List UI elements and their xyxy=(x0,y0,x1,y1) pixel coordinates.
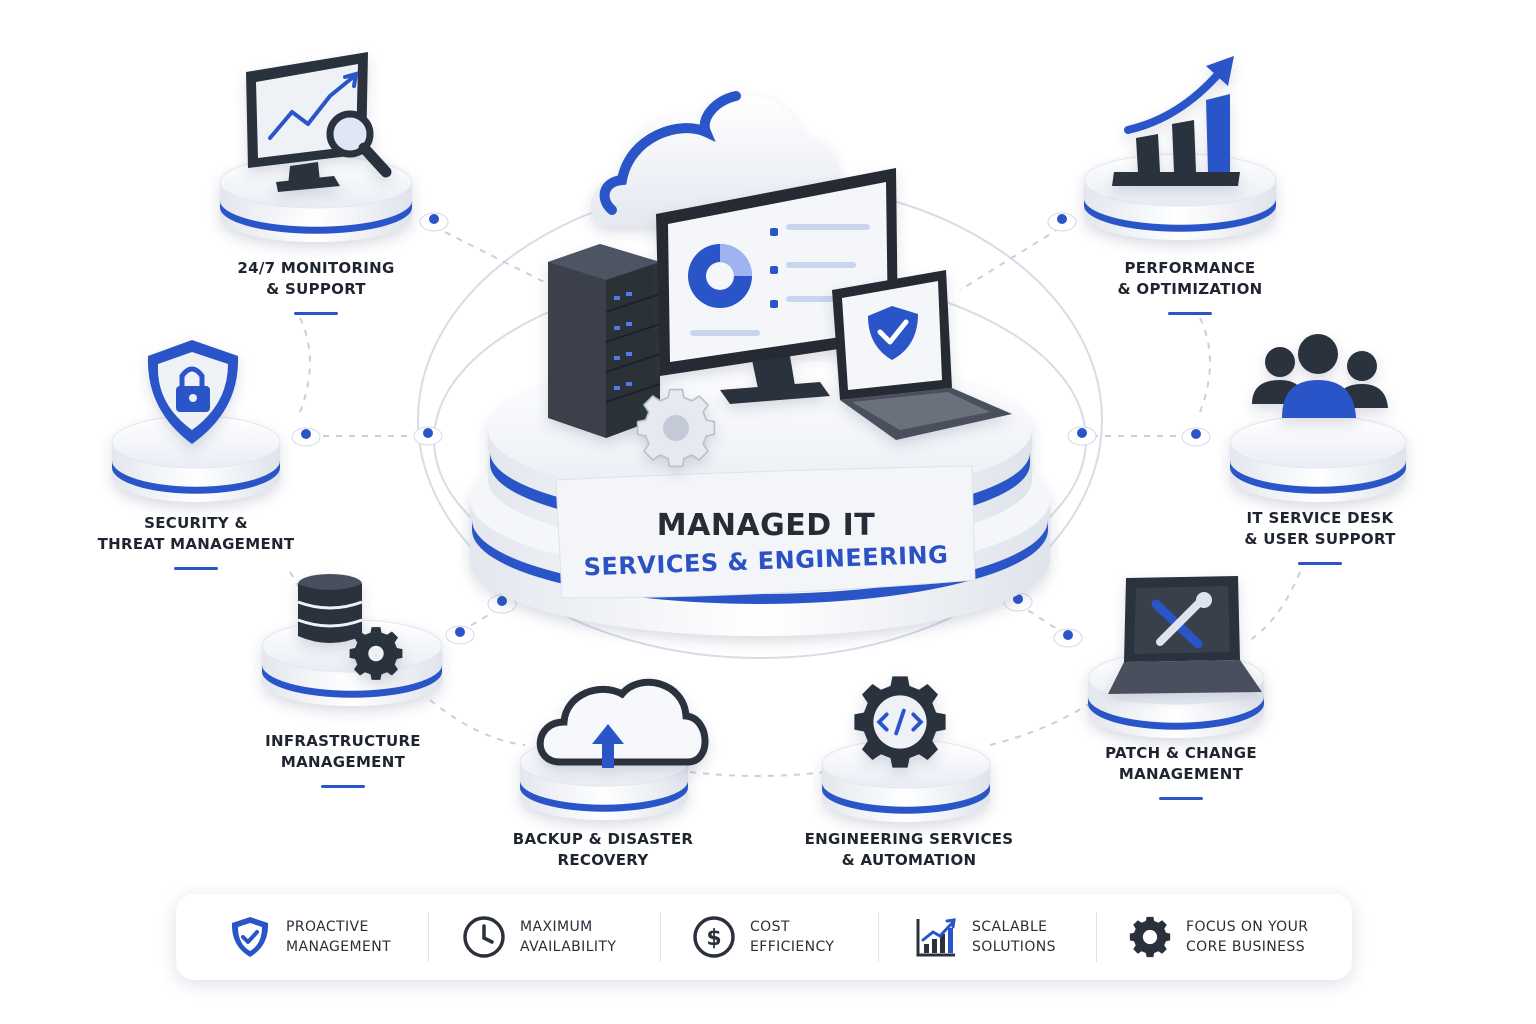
pedestal-infrastructure xyxy=(261,619,443,706)
connector-node xyxy=(1053,628,1083,648)
pedestal-security xyxy=(111,415,281,502)
service-label-performance: PERFORMANCE & OPTIMIZATION xyxy=(1080,258,1300,315)
service-label-backup: BACKUP & DISASTER RECOVERY xyxy=(512,830,694,869)
label-underline xyxy=(1168,312,1212,315)
connector-node xyxy=(1047,212,1077,232)
connector-node xyxy=(1181,427,1211,447)
gear-code-icon xyxy=(854,676,946,768)
dollar-coin-icon: $ xyxy=(690,913,738,961)
connector-node xyxy=(445,625,475,645)
benefit-divider xyxy=(878,912,879,962)
benefit-divider xyxy=(660,912,661,962)
growth-chart-icon xyxy=(912,913,960,961)
center-title-line1: MANAGED IT xyxy=(656,508,876,543)
server-rack-icon xyxy=(548,244,661,438)
connector-node xyxy=(419,212,449,232)
gear-icon xyxy=(636,388,716,468)
label-underline xyxy=(1298,562,1342,565)
database-gear-icon xyxy=(297,574,403,680)
connector-nodes xyxy=(291,212,1211,648)
clock-icon xyxy=(460,913,508,961)
laptop-shield-icon xyxy=(832,270,1012,440)
label-underline xyxy=(321,785,365,788)
benefit-divider xyxy=(428,912,429,962)
label-underline xyxy=(294,312,338,315)
label-underline xyxy=(174,567,218,570)
svg-text:$: $ xyxy=(706,926,721,951)
connector-node xyxy=(1067,426,1097,446)
connector-node xyxy=(291,427,321,447)
monitor-chart-magnifier-icon xyxy=(246,52,392,192)
service-label-security: SECURITY & THREAT MANAGEMENT xyxy=(86,513,306,570)
benefit-divider xyxy=(1096,912,1097,962)
service-label-monitoring: 24/7 MONITORING & SUPPORT xyxy=(206,258,426,315)
service-label-engineering: ENGINEERING SERVICES & AUTOMATION xyxy=(804,830,1014,869)
label-underline xyxy=(1159,797,1203,800)
service-label-service-desk: IT SERVICE DESK & USER SUPPORT xyxy=(1210,508,1430,565)
service-label-patch: PATCH & CHANGE MANAGEMENT xyxy=(1071,743,1291,800)
pedestals xyxy=(111,153,1407,822)
pedestal-service-desk xyxy=(1229,415,1407,502)
center-title: MANAGED IT SERVICES & ENGINEERING xyxy=(556,508,976,581)
connector-node xyxy=(487,594,517,614)
gear-icon xyxy=(1126,913,1174,961)
shield-lock-icon xyxy=(147,340,239,444)
laptop-tools-icon xyxy=(1108,576,1262,694)
users-group-icon xyxy=(1252,334,1388,418)
connector-node xyxy=(413,426,443,446)
cloud-upload-icon xyxy=(536,678,709,768)
shield-check-icon xyxy=(226,913,274,961)
bar-chart-growth-icon xyxy=(1112,56,1240,186)
service-label-infrastructure: INFRASTRUCTURE MANAGEMENT xyxy=(233,731,453,788)
